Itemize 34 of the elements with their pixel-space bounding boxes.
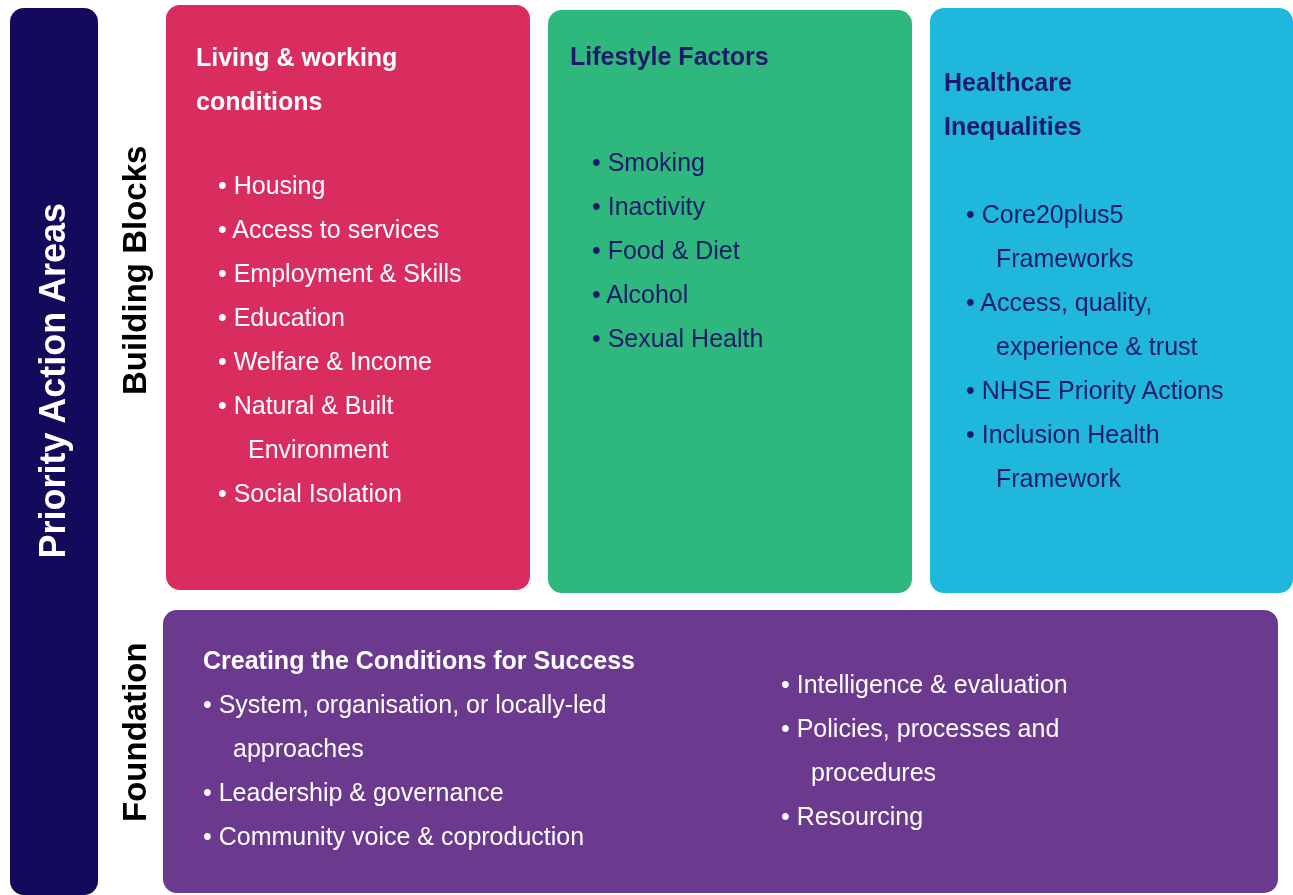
bullet-item: • Welfare & Income <box>218 346 433 377</box>
panel-heading: Living & working conditions <box>196 42 399 117</box>
bullet-item: • Alcohol <box>592 279 690 310</box>
bullet-item: • Smoking <box>592 147 706 178</box>
category-panel <box>166 5 530 590</box>
bullet-item: • Access, quality, experience & trust <box>966 287 1199 362</box>
bullet-item: • Resourcing <box>781 801 925 832</box>
bullet-item: • Inactivity <box>592 191 706 222</box>
row-label: Building Blocks <box>116 144 154 397</box>
row-label: Foundation <box>116 641 154 825</box>
bullet-item: • Natural & Built Environment <box>218 390 395 465</box>
bullet-item: • Housing <box>218 170 327 201</box>
panel-heading: Lifestyle Factors <box>570 41 770 72</box>
bullet-item: • Employment & Skills <box>218 258 463 289</box>
category-panel <box>163 610 1278 893</box>
bullet-item: • Access to services <box>218 214 441 245</box>
bullet-item: • Education <box>218 302 346 333</box>
bullet-item: • Policies, processes and procedures <box>781 713 1061 788</box>
bullet-item: • Inclusion Health Framework <box>966 419 1161 494</box>
side-band <box>10 8 98 895</box>
category-panel <box>930 8 1293 593</box>
category-panel <box>548 10 912 593</box>
bullet-item: • NHSE Priority Actions <box>966 375 1225 406</box>
bullet-item: • Core20plus5 Frameworks <box>966 199 1135 274</box>
bullet-item: • Leadership & governance <box>203 777 505 808</box>
bullet-item: • System, organisation, or locally-led approaches <box>203 689 608 764</box>
bullet-item: • Sexual Health <box>592 323 765 354</box>
panel-heading: Healthcare Inequalities <box>944 67 1083 142</box>
bullet-item: • Community voice & coproduction <box>203 821 586 852</box>
band-title: Priority Action Areas <box>32 203 74 559</box>
bullet-item: • Food & Diet <box>592 235 741 266</box>
bullet-item: • Social Isolation <box>218 478 403 509</box>
bullet-item: • Intelligence & evaluation <box>781 669 1069 700</box>
panel-heading: Creating the Conditions for Success <box>203 645 636 676</box>
